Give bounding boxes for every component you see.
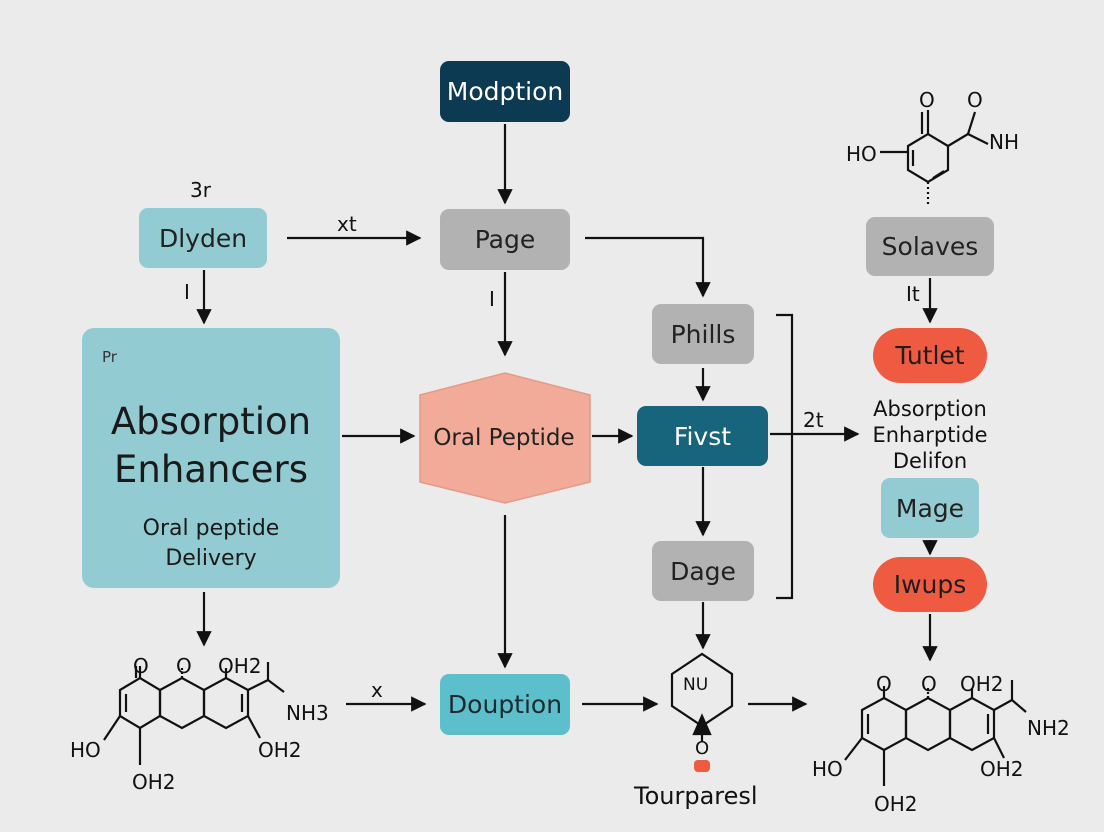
edge-label-2t: 2t [803,408,824,432]
mol-tr-nh: NH [989,130,1019,154]
edge-label-x: x [371,678,383,702]
side-label-line1: Absorption [873,397,987,421]
mage-label: Mage [895,493,965,523]
dlyden-box[interactable]: Dlyden [139,208,267,268]
bracket-right [776,313,794,600]
tutlet-box[interactable]: Tutlet [873,328,987,383]
tourparesl-label: Tourparesl [634,782,758,810]
page-label: Page [474,225,536,254]
modption-box[interactable]: Modption [440,61,570,122]
dage-box[interactable]: Dage [652,541,754,601]
fivst-label: Fivst [673,421,732,451]
iwups-box[interactable]: Iwups [873,557,987,612]
edge-label-3r: 3r [190,178,211,202]
mol-bl-ho: HO [70,738,101,762]
connector-arrows [196,124,938,712]
modption-label: Modption [446,77,564,106]
mol-bl-oh2-right: OH2 [258,738,302,762]
absorption-title-line1: Absorption [110,400,312,443]
oral-peptide-hexagon [419,372,591,504]
phills-box[interactable]: Phills [652,304,754,364]
fivst-box[interactable]: Fivst [637,406,768,466]
center-ring-molecule [670,652,734,742]
absorption-tag: Pr [102,348,117,366]
solaves-box[interactable]: Solaves [866,217,994,276]
iwups-label: Iwups [893,570,967,599]
side-label-line2: Enharptide [872,423,988,447]
absorption-sub-line2: Delivery [165,546,257,571]
edge-label-it: It [906,282,920,306]
molecule-bottom-right [844,680,1027,786]
mol-br-oh2-right: OH2 [980,757,1024,781]
oral-peptide-label[interactable]: Oral Peptide [433,425,575,451]
mol-bl-oh2-top: OH2 [218,654,262,678]
ring-nu-label: NU [683,675,709,695]
dage-label: Dage [670,556,736,586]
douption-box[interactable]: Douption [440,674,570,735]
edge-label-xt: xt [337,212,357,236]
phills-label: Phills [670,319,736,349]
mol-br-nh2: NH2 [1027,716,1070,740]
mol-bl-o1: O [133,654,149,678]
mol-br-ho: HO [812,757,843,781]
ring-o-label: O [695,738,710,759]
mol-br-oh2-top: OH2 [960,672,1004,696]
absorption-sub-line1: Oral peptide [142,516,280,541]
absorption-title-line2: Enhancers [114,448,308,491]
ring-red-marker [694,760,710,772]
solaves-label: Solaves [881,232,979,261]
mol-br-oh2-bottom: OH2 [874,792,918,816]
side-label-line3: Delifon [892,449,968,473]
edge-label-page-i: I [489,287,495,311]
mol-bl-oh2-bottom: OH2 [132,770,176,794]
mol-tr-ho: HO [846,142,877,166]
absorption-title: Absorption Enhancers [82,398,340,494]
mage-box[interactable]: Mage [881,478,979,538]
arrow-page-to-phills [585,236,711,298]
mol-br-o1: O [876,672,892,696]
mol-tr-o1: O [919,88,935,112]
douption-label: Douption [447,690,563,719]
molecule-top-right [880,110,989,205]
absorption-subtitle: Oral peptide Delivery [82,514,340,574]
mol-br-o2: O [921,672,937,696]
molecule-bottom-left [103,662,285,765]
absorption-enhancers-box[interactable]: Pr Absorption Enhancers Oral peptide Del… [82,328,340,588]
tutlet-label: Tutlet [895,341,965,370]
mol-bl-o2: O [176,654,192,678]
mol-bl-nh3: NH3 [286,701,329,725]
dlyden-label: Dlyden [158,223,248,253]
edge-label-dlyden-i: I [184,280,190,304]
page-box[interactable]: Page [440,209,570,270]
mol-tr-o2: O [967,88,983,112]
absorption-side-label: Absorption Enharptide Delifon [855,396,1005,474]
